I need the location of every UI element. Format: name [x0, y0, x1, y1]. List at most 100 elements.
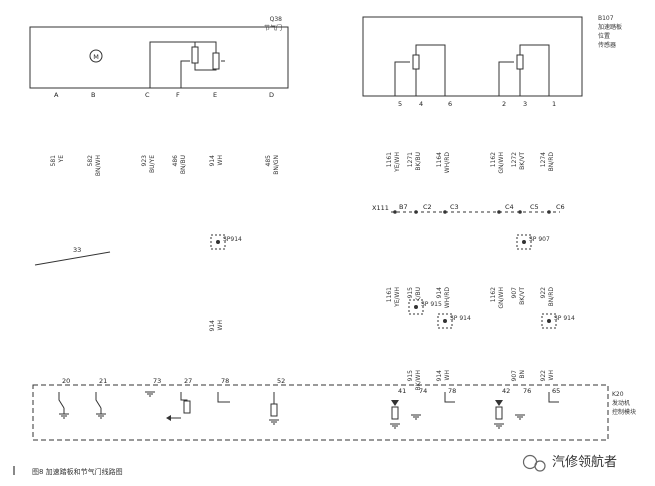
ecm-pin-4: 27 — [184, 377, 192, 385]
throttle-lower-color: WH — [217, 320, 224, 330]
ecm-ref-pedal-1 — [444, 392, 455, 403]
x111-pin-dot-1 — [393, 210, 397, 214]
pedal-name-2: 位置 — [598, 32, 610, 40]
ecm-ref-1 — [217, 392, 230, 403]
ecm-pin-3: 73 — [153, 377, 161, 385]
splice-sp915-dot — [414, 305, 418, 309]
ecm-resistor-a — [391, 406, 399, 420]
x111-pin-dot-4 — [497, 210, 501, 214]
pedal-upper-color-2: BK/BU — [415, 152, 422, 171]
splice-sp914-throttle-dot — [216, 240, 220, 244]
ecm-resistor-1-lead — [180, 392, 188, 401]
brand-logo — [522, 454, 546, 472]
ecm-switch-2 — [95, 392, 102, 409]
motor-symbol — [89, 49, 103, 63]
splice-sp907-label: SP 907 — [529, 236, 550, 243]
ecm-resistor-2 — [270, 403, 278, 417]
ecm-switch-1 — [58, 392, 65, 409]
pedal-upper-color-4: GN/WH — [498, 152, 505, 174]
splice-sp914-pedal-2-label: SP 914 — [554, 315, 575, 322]
x111-pin-4: C4 — [505, 203, 514, 211]
pedal-upper-color-1: YE/WH — [394, 152, 401, 173]
throttle-wire-circuit-3: 923 — [141, 155, 148, 167]
throttle-wire-color-3: BU/YE — [149, 155, 156, 173]
throttle-pin-3: C — [145, 91, 150, 99]
ecm-pin-9: 78 — [448, 387, 456, 395]
ecm-code: K20 — [612, 391, 624, 398]
bus-label: 33 — [73, 246, 81, 254]
motor-label: M — [93, 53, 99, 61]
brand-name: 汽修领航者 — [552, 454, 617, 470]
pedal-mid-color-1: YE/WH — [394, 287, 401, 308]
pedal-sensor-2 — [516, 54, 524, 70]
throttle-wire-circuit-5: 914 — [209, 155, 216, 167]
pedal-mid-circuit-6: 922 — [540, 287, 547, 299]
pedal-pin-2: 4 — [419, 100, 423, 108]
pedal-mid-color-4: GN/WH — [498, 287, 505, 309]
pedal-low-circuit-4: 922 — [540, 370, 547, 382]
pedal-sensor-box — [362, 16, 583, 97]
throttle-wire-circuit-6: 485 — [265, 155, 272, 167]
throttle-sensor-2 — [212, 52, 220, 70]
throttle-wire-color-4: BN/BU — [180, 155, 187, 174]
throttle-sensor-1 — [191, 46, 199, 64]
pedal-name-1: 加速踏板 — [598, 23, 622, 31]
pedal-pin-4: 2 — [502, 100, 506, 108]
pedal-pin-5: 3 — [523, 100, 527, 108]
splice-sp907-dot — [522, 240, 526, 244]
throttle-lower-circuit: 914 — [209, 320, 216, 332]
ecm-arrow-a — [391, 400, 399, 406]
pedal-low-color-3: BN — [519, 370, 526, 379]
pedal-mid-circuit-5: 907 — [511, 287, 518, 299]
x111-label: X111 — [372, 204, 389, 212]
throttle-pin-1: A — [54, 91, 59, 99]
throttle-wire-circuit-4: 486 — [172, 155, 179, 167]
pedal-name-3: 传感器 — [598, 41, 616, 49]
ecm-ref-pedal-2 — [548, 392, 559, 403]
ecm-name-2: 控制模块 — [612, 408, 636, 416]
throttle-ref-line — [149, 41, 196, 88]
pedal-mid-color-6: BN/RD — [548, 287, 555, 307]
throttle-wire-color-2: BN/WH — [95, 155, 102, 176]
pedal-upper-circuit-4: 1162 — [490, 152, 497, 167]
pedal-pin-1: 5 — [398, 100, 402, 108]
ecm-box — [32, 384, 609, 441]
throttle-wire-color-1: YE — [58, 155, 65, 164]
ecm-name-1: 发动机 — [612, 399, 630, 407]
ecm-arrow-1-head — [166, 415, 171, 421]
x111-pin-5: C5 — [530, 203, 539, 211]
pedal-low-circuit-1: 915 — [407, 370, 414, 382]
splice-sp914-pedal-label: SP 914 — [450, 315, 471, 322]
ecm-pin-6: 52 — [277, 377, 285, 385]
throttle-wire-circuit-1: 581 — [50, 155, 57, 167]
pedal-low-color-4: WH — [548, 370, 555, 380]
pedal-upper-circuit-6: 1274 — [540, 152, 547, 167]
pedal-low-circuit-3: 907 — [511, 370, 518, 382]
pedal-sensor-1 — [412, 54, 420, 70]
pedal-upper-color-3: WH/RD — [444, 152, 451, 174]
splice-sp914-throttle-label: SP914 — [223, 236, 242, 243]
throttle-pin-6: D — [269, 91, 274, 99]
x111-pin-dot-2 — [414, 210, 418, 214]
x111-pin-dot-5 — [518, 210, 522, 214]
pedal-upper-circuit-1: 1161 — [386, 152, 393, 167]
ecm-pin-11: 76 — [523, 387, 531, 395]
splice-sp914-pedal-dot — [443, 319, 447, 323]
ecm-pin-12: 65 — [552, 387, 560, 395]
pedal-mid-circuit-3: 914 — [436, 287, 443, 299]
pedal-pin-3: 6 — [448, 100, 452, 108]
bus-line — [34, 251, 111, 266]
ecm-resistor-1 — [183, 400, 191, 414]
pedal-upper-circuit-2: 1271 — [407, 152, 414, 167]
splice-sp914-pedal-2-dot — [547, 319, 551, 323]
pedal-mid-circuit-2: 915 — [407, 287, 414, 299]
throttle-name: 节气门 — [264, 24, 282, 32]
throttle-wire-color-5: WH — [217, 155, 224, 165]
throttle-code: Q38 — [270, 16, 283, 23]
splice-sp915-label: SP 915 — [421, 301, 442, 308]
ecm-pin-2: 21 — [99, 377, 107, 385]
pedal-mid-color-3: WH/RD — [444, 287, 451, 309]
throttle-pin-5: E — [213, 91, 217, 99]
x111-pin-6: C6 — [556, 203, 565, 211]
